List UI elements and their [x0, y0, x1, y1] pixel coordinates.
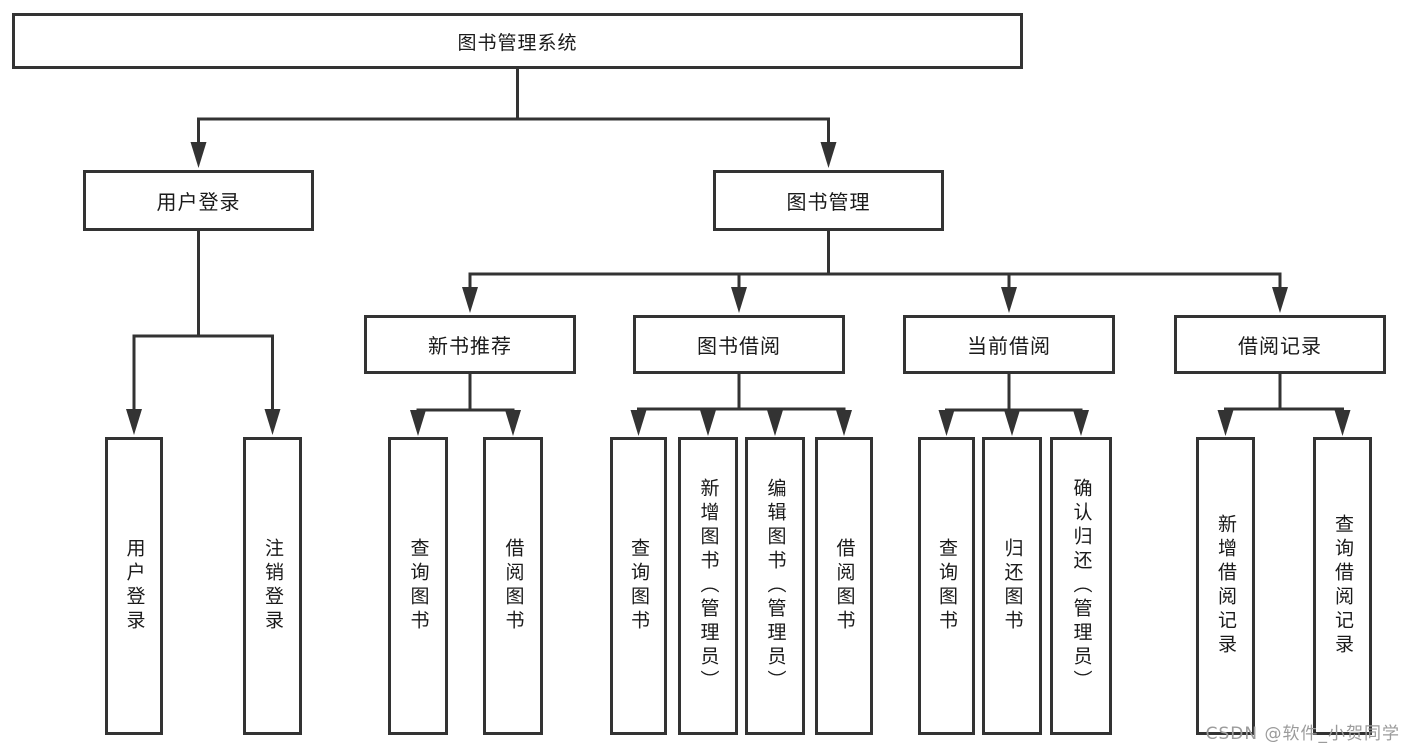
node-book-borrow: 图书借阅 — [633, 315, 845, 374]
leaf-confirm-return-admin-label: 确认归还（管理员） — [1070, 478, 1093, 694]
arrowheads-user-login-split — [126, 409, 281, 435]
leaf-add-books-admin-label: 新增图书（管理员） — [697, 478, 720, 694]
arrowheads-root-split — [190, 142, 837, 168]
leaf-borrow-books-label: 借阅图书 — [833, 538, 856, 634]
leaf-user-login: 用户登录 — [105, 437, 163, 735]
connector-new-book-split — [416, 374, 515, 412]
arrowheads-borrow-record-split — [1217, 410, 1351, 436]
node-user-login: 用户登录 — [83, 170, 314, 231]
leaf-add-books-admin: 新增图书（管理员） — [678, 437, 738, 735]
node-new-book-recommend-label: 新书推荐 — [428, 334, 512, 358]
leaf-add-borrow-record: 新增借阅记录 — [1196, 437, 1255, 735]
leaf-borrow-books-recommend: 借阅图书 — [483, 437, 543, 735]
leaf-user-login-label: 用户登录 — [123, 538, 146, 634]
node-book-management: 图书管理 — [713, 170, 944, 231]
arrowheads-new-book-split — [410, 410, 521, 436]
node-book-management-label: 图书管理 — [786, 190, 871, 214]
leaf-query-books-borrow-label: 查询图书 — [628, 538, 650, 634]
leaf-logout-label: 注销登录 — [262, 538, 284, 634]
leaf-query-books-recommend-label: 查询图书 — [407, 538, 430, 634]
leaf-return-books: 归还图书 — [982, 437, 1042, 735]
csdn-watermark: CSDN @软件_小贺同学 — [1205, 724, 1400, 744]
connector-book-mgmt-split — [468, 231, 1282, 289]
leaf-borrow-books-recommend-label: 借阅图书 — [502, 538, 525, 634]
connector-root-split — [197, 69, 830, 145]
node-borrow-record-label: 借阅记录 — [1238, 334, 1322, 358]
leaf-query-books-current: 查询图书 — [918, 437, 975, 735]
node-current-borrow: 当前借阅 — [903, 315, 1115, 374]
node-borrow-record: 借阅记录 — [1174, 315, 1386, 374]
connector-current-borrow-split — [945, 374, 1083, 412]
connector-user-login-split — [132, 231, 274, 412]
node-new-book-recommend: 新书推荐 — [364, 315, 576, 374]
node-root-system: 图书管理系统 — [12, 13, 1023, 69]
leaf-query-borrow-record-label: 查询借阅记录 — [1332, 514, 1354, 658]
leaf-query-books-borrow: 查询图书 — [610, 437, 667, 735]
node-book-borrow-label: 图书借阅 — [697, 334, 781, 358]
leaf-return-books-label: 归还图书 — [1001, 538, 1024, 634]
leaf-edit-books-admin: 编辑图书（管理员） — [745, 437, 805, 735]
leaf-borrow-books: 借阅图书 — [815, 437, 873, 735]
connector-borrow-record-split — [1224, 374, 1344, 411]
arrowheads-book-borrow-split — [630, 410, 852, 436]
node-current-borrow-label: 当前借阅 — [967, 334, 1051, 358]
arrowheads-current-borrow-split — [938, 410, 1089, 436]
arrowheads-book-mgmt-split — [462, 287, 1288, 313]
leaf-edit-books-admin-label: 编辑图书（管理员） — [764, 478, 787, 694]
leaf-logout: 注销登录 — [243, 437, 302, 735]
leaf-add-borrow-record-label: 新增借阅记录 — [1215, 514, 1237, 658]
connector-book-borrow-split — [637, 374, 846, 411]
node-root-label: 图书管理系统 — [457, 31, 578, 54]
leaf-query-borrow-record: 查询借阅记录 — [1313, 437, 1372, 735]
node-user-login-label: 用户登录 — [156, 190, 241, 214]
leaf-query-books-current-label: 查询图书 — [936, 538, 958, 634]
leaf-query-books-recommend: 查询图书 — [388, 437, 448, 735]
leaf-confirm-return-admin: 确认归还（管理员） — [1050, 437, 1112, 735]
